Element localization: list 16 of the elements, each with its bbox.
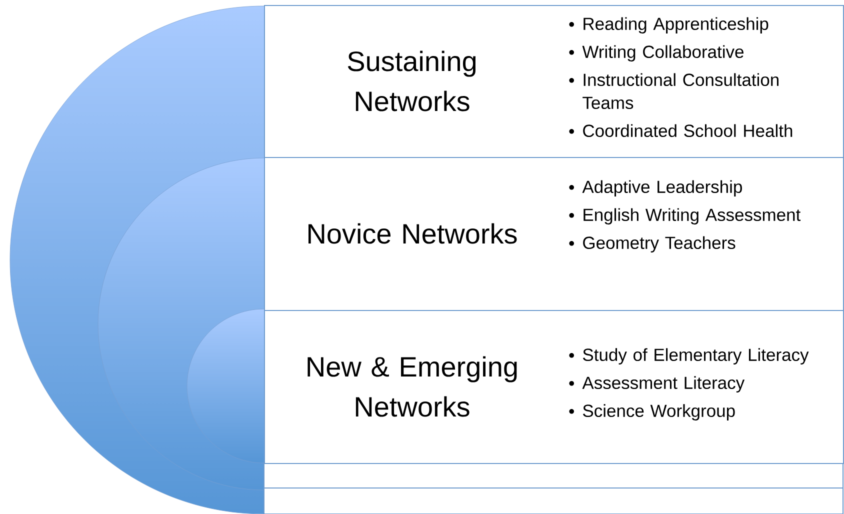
network-heading: Novice Networks bbox=[308, 223, 517, 244]
bullet-item: Adaptive Leadership bbox=[569, 180, 742, 197]
bullet-item: Assessment Literacy bbox=[569, 376, 745, 392]
network-band bbox=[264, 310, 844, 464]
bullet-item: English Writing Assessment bbox=[569, 208, 801, 225]
bullet-item: Reading Apprenticeship bbox=[569, 17, 768, 34]
bullet-item: Instructional Consultation Teams bbox=[569, 73, 778, 110]
bullet-item: Study of Elementary Literacy bbox=[569, 348, 809, 365]
bullet-item: Geometry Teachers bbox=[569, 236, 736, 253]
bullet-item: Writing Collaborative bbox=[569, 45, 744, 62]
bullet-item: Science Workgroup bbox=[569, 404, 735, 420]
network-heading: Sustaining Networks bbox=[348, 50, 476, 112]
network-band bbox=[264, 157, 844, 311]
network-heading: New & Emerging Networks bbox=[308, 356, 517, 417]
network-band bbox=[264, 5, 844, 158]
bullet-item: Coordinated School Health bbox=[569, 124, 792, 138]
